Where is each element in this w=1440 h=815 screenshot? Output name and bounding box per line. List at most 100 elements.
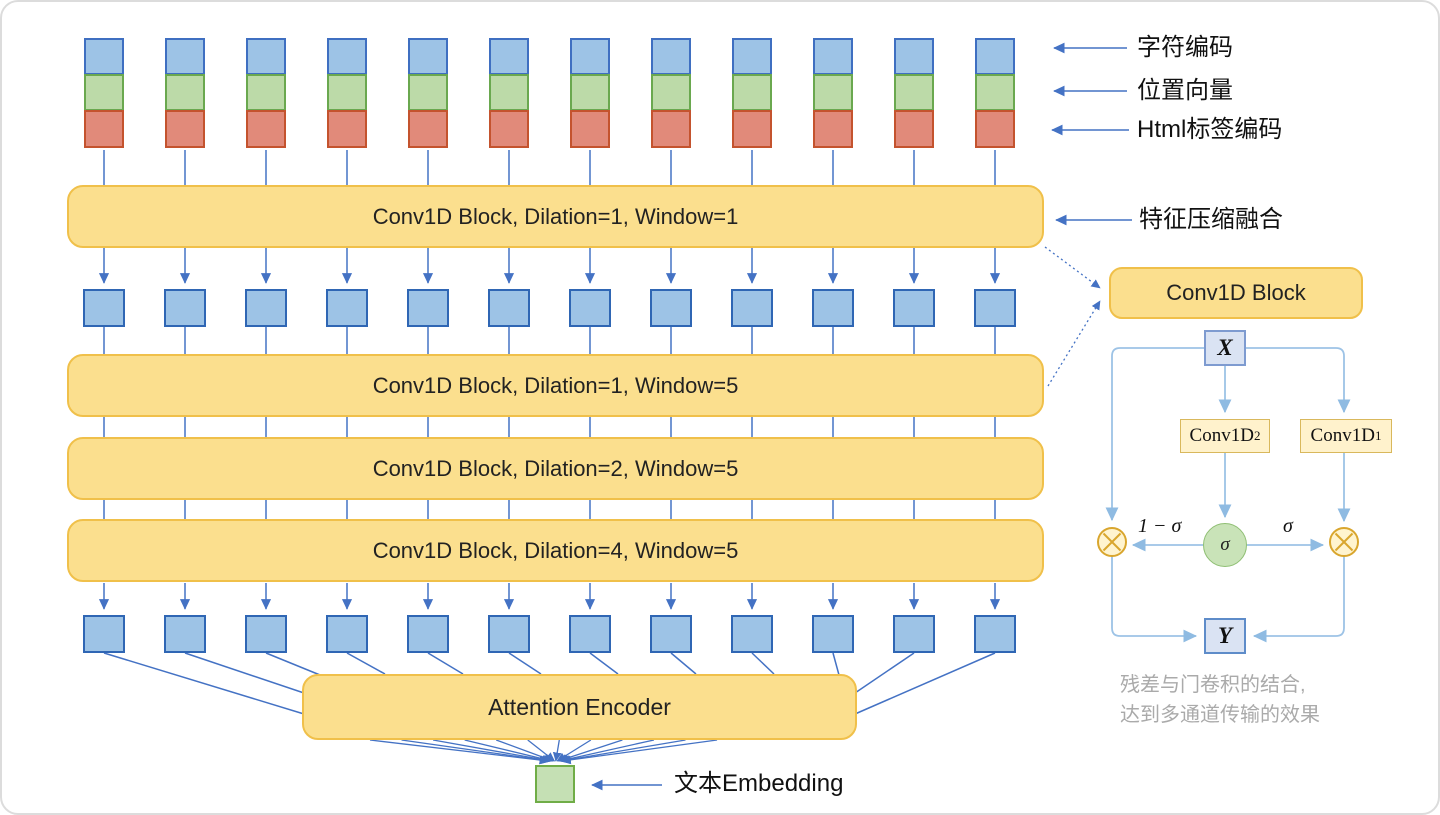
attention-to-embedding-line [561, 739, 718, 765]
token-stack [975, 38, 1015, 148]
x-right-rail [1246, 347, 1351, 414]
detail-panel-wires [1105, 347, 1351, 643]
box-to-attention-line [508, 652, 542, 675]
feature-box-mid [488, 289, 530, 327]
feature-box-mid [974, 289, 1016, 327]
char-encoding-cell [975, 38, 1015, 75]
html-tag-cell [165, 110, 205, 148]
feature-box-mid [569, 289, 611, 327]
html-tag-cell [651, 110, 691, 148]
conv-block-1: Conv1D Block, Dilation=1, Window=1 [67, 185, 1044, 248]
attention-to-embedding-line [527, 739, 556, 762]
feature-box-bottom [893, 615, 935, 653]
char-encoding-cell [84, 38, 124, 75]
feature-box-mid [83, 289, 125, 327]
text-embedding-label: 文本Embedding [674, 770, 844, 797]
feature-fusion-label: 特征压缩融合 [1139, 206, 1283, 233]
box-to-attention-line [103, 652, 305, 715]
position-vector-cell [570, 74, 610, 111]
html-tag-cell [975, 110, 1015, 148]
char-encoding-cell [732, 38, 772, 75]
feature-box-bottom [488, 615, 530, 653]
html-tag-cell [327, 110, 367, 148]
char-encoding-cell [813, 38, 853, 75]
token-stack [165, 38, 205, 148]
feature-box-bottom [83, 615, 125, 653]
html-tag-cell [408, 110, 448, 148]
token-stack [246, 38, 286, 148]
detail-dotted-arrow-bottom [1047, 300, 1101, 387]
conv1d-1-text: Conv1D [1310, 425, 1375, 446]
feature-box-bottom [245, 615, 287, 653]
token-stack [408, 38, 448, 148]
multiply-left-to-y [1111, 556, 1198, 643]
box-to-attention-line [854, 652, 915, 694]
html-tag-cell [570, 110, 610, 148]
feature-box-mid [245, 289, 287, 327]
conv1d-2-subscript: 2 [1253, 428, 1261, 443]
feature-box-mid [326, 289, 368, 327]
position-vector-cell [894, 74, 934, 111]
box-to-attention-line [832, 652, 840, 676]
feature-box-bottom [974, 615, 1016, 653]
attention-to-embedding-line [560, 739, 686, 764]
token-stack [570, 38, 610, 148]
detail-caption: 残差与门卷积的结合, 达到多通道传输的效果 [1120, 670, 1320, 730]
feature-box-bottom [812, 615, 854, 653]
feature-box-bottom [164, 615, 206, 653]
x-left-rail [1105, 347, 1204, 522]
x-variable-box: X [1204, 330, 1246, 366]
char-encoding-cell [489, 38, 529, 75]
box-to-attention-line [184, 652, 305, 694]
feature-box-bottom [326, 615, 368, 653]
token-stack [327, 38, 367, 148]
multiply-left-icon [1097, 527, 1127, 557]
position-vector-cell [489, 74, 529, 111]
char-encoding-cell [165, 38, 205, 75]
char-encoding-cell [570, 38, 610, 75]
attention-encoder: Attention Encoder [302, 674, 857, 740]
html-tag-cell [246, 110, 286, 148]
char-encoding-cell [327, 38, 367, 75]
box-to-attention-line [265, 652, 321, 676]
box-to-attention-line [854, 652, 996, 715]
html-tag-label: Html标签编码 [1137, 116, 1283, 143]
position-vector-cell [813, 74, 853, 111]
feature-box-bottom [407, 615, 449, 653]
box-to-attention-line [427, 652, 464, 675]
conv1d-block-detail-title: Conv1D Block [1109, 267, 1363, 319]
char-encoding-cell [894, 38, 934, 75]
feature-box-bottom [731, 615, 773, 653]
html-tag-cell [732, 110, 772, 148]
char-encoding-cell [408, 38, 448, 75]
char-encoding-label: 字符编码 [1137, 34, 1233, 61]
caption-line-2: 达到多通道传输的效果 [1120, 704, 1320, 726]
multiply-right-to-y [1252, 556, 1345, 643]
box-to-attention-line [670, 652, 697, 675]
token-stack [651, 38, 691, 148]
feature-box-mid [812, 289, 854, 327]
feature-box-mid [164, 289, 206, 327]
token-stack [813, 38, 853, 148]
conv-block-2: Conv1D Block, Dilation=1, Window=5 [67, 354, 1044, 417]
text-embedding-box [535, 765, 575, 803]
attention-to-embedding-line [552, 739, 562, 762]
conv-block-4: Conv1D Block, Dilation=4, Window=5 [67, 519, 1044, 582]
char-encoding-cell [246, 38, 286, 75]
conv1d-1-subscript: 1 [1374, 428, 1382, 443]
box-to-attention-line [589, 652, 619, 675]
attention-to-embedding-line [495, 739, 554, 763]
position-vector-cell [165, 74, 205, 111]
attention-to-embedding-line [558, 739, 655, 764]
feature-box-bottom [569, 615, 611, 653]
html-tag-cell [894, 110, 934, 148]
html-tag-cell [84, 110, 124, 148]
one-minus-sigma-label: 1 − σ [1138, 515, 1182, 537]
token-stack [84, 38, 124, 148]
position-vector-label: 位置向量 [1137, 77, 1233, 104]
attention-to-embedding-line [464, 739, 553, 764]
feature-box-mid [731, 289, 773, 327]
feature-box-mid [407, 289, 449, 327]
